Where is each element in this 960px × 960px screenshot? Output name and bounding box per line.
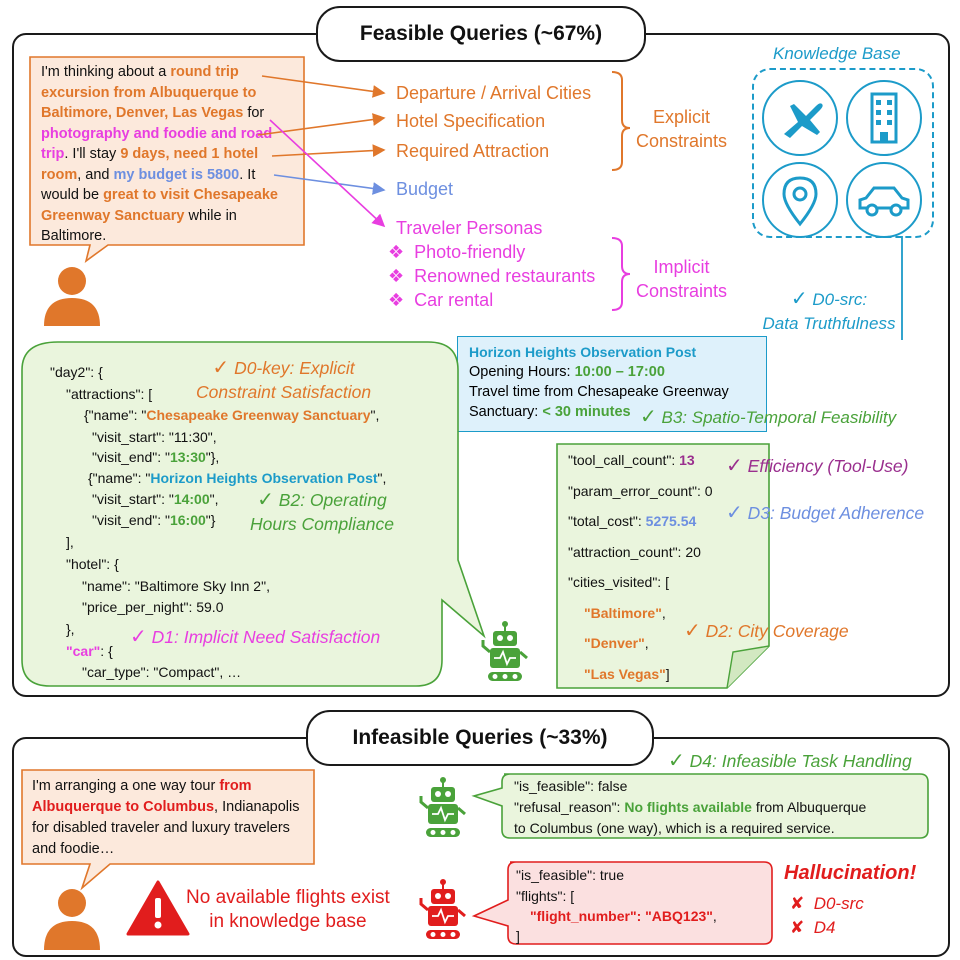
horizon-hours: Opening Hours: 10:00 – 17:00 [469,364,665,380]
constraint-hotel: Hotel Specification [396,111,546,131]
robot-hallucinating-icon [419,879,466,939]
infeasible-query-bubble-shape [21,769,315,891]
persona-item-photo: ❖ Photo-friendly [388,242,526,262]
persona-item-restaurants: ❖ Renowned restaurants [388,266,596,286]
d0src-label: ✓ D0-src: Data Truthfulness [762,288,896,333]
plan-bubble-shape [21,341,486,687]
horizon-info-box [457,336,767,432]
user-avatar-icon [44,889,100,950]
infeasible-query-text: I'm arranging a one way tour from Albuqu… [32,778,300,857]
robot-agent-icon [481,621,528,681]
d3-label: ✓ D3: Budget Adherence [726,502,925,524]
correct-response-bubble-shape [471,773,929,839]
explicit-constraints-label: Explicit Constraints [636,107,728,151]
horizon-travel-line1: Travel time from Chesapeake Greenway [469,384,729,400]
user-query-text: I'm thinking about a round trip excursio… [41,64,278,244]
d0key-label: ✓ D0-key: Explicit Constraint Satisfacti… [196,357,372,402]
d4-label: ✓ D4: Infeasible Task Handling [668,750,912,772]
d2-label: ✓ D2: City Coverage [684,620,849,642]
hallucination-item-d4: ✘ D4 [790,918,836,937]
constraint-budget: Budget [396,179,454,199]
warning-text: No available flights exist in knowledge … [186,887,390,932]
implicit-constraints-label: Implicit Constraints [636,257,728,301]
query-arrows [257,71,903,340]
hallucination-title: Hallucination! [784,862,917,884]
robot-correct-icon [419,777,466,837]
location-pin-icon [762,162,838,238]
hallucinated-response-bubble-shape [471,861,773,945]
d1-label: ✓ D1: Implicit Need Satisfaction [130,626,381,648]
efficiency-label: ✓ Efficiency (Tool-Use) [726,455,909,477]
warning-icon [126,880,190,936]
metrics-note-shape [556,443,770,689]
kb-title: Knowledge Base [773,44,901,63]
hallucination-item-d0src: ✘ D0-src [790,894,864,913]
constraint-attraction: Required Attraction [396,141,550,161]
knowledge-base-box [752,68,934,238]
feasible-title: Feasible Queries (~67%) [316,6,646,62]
user-avatar-icon [44,267,100,326]
user-query-bubble-shape [29,56,305,263]
constraint-personas: Traveler Personas [396,218,543,238]
persona-item-car: ❖ Car rental [388,290,494,310]
b3-label: ✓ B3: Spatio-Temporal Feasibility [640,406,897,428]
airplane-icon [762,80,838,156]
horizon-travel-line2: Sanctuary: < 30 minutes [469,404,631,420]
constraint-departure: Departure / Arrival Cities [396,83,592,103]
car-icon [846,162,922,238]
infeasible-title: Infeasible Queries (~33%) [306,710,654,766]
horizon-title: Horizon Heights Observation Post [469,344,697,360]
b2-label: ✓ B2: Operating Hours Compliance [250,489,394,534]
building-icon [846,80,922,156]
